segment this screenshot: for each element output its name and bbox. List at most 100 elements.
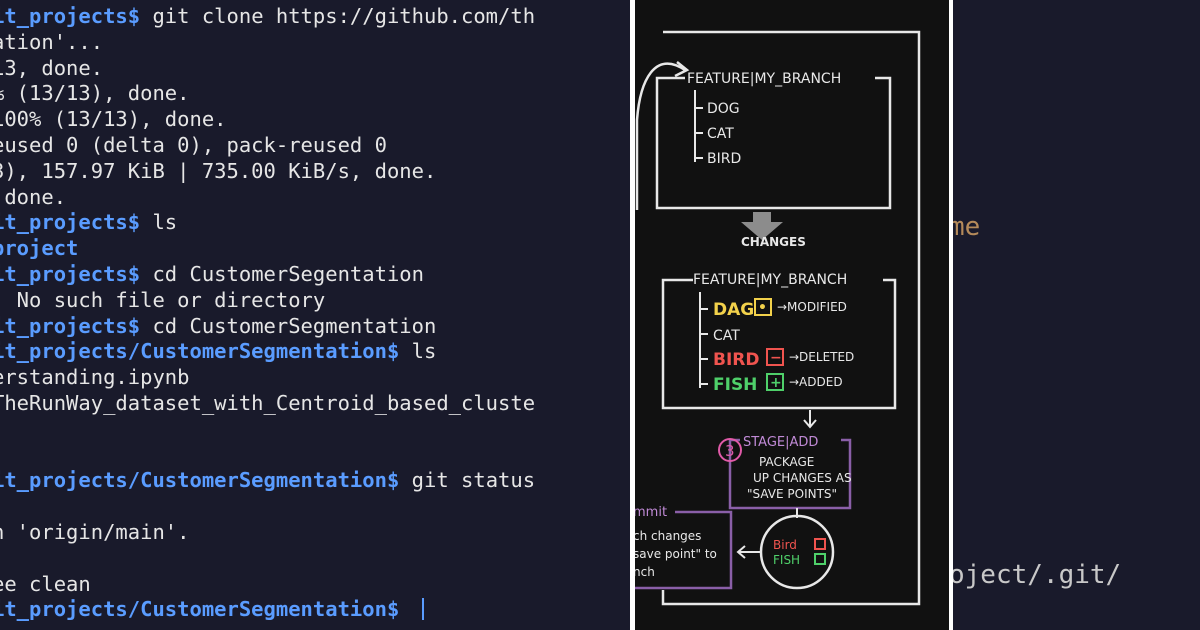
terminal-line: 13, done. xyxy=(0,56,535,82)
bottom-branch-item: BIRD xyxy=(713,350,759,370)
terminal-fragment-2: oject/.git/ xyxy=(953,560,1122,590)
terminal-prompt: it_projects/CustomerSegmentation$ xyxy=(0,339,400,364)
terminal-line xyxy=(0,443,535,469)
terminal-line: erstanding.ipynb xyxy=(0,365,535,391)
terminal-text: cd CustomerSegentation xyxy=(140,261,424,286)
terminal-line xyxy=(0,546,535,572)
terminal-line xyxy=(0,494,535,520)
change-mark: • xyxy=(758,300,767,316)
bottom-branch-title: FEATURE|MY_BRANCH xyxy=(693,272,847,288)
terminal-text: ation'... xyxy=(0,29,104,54)
terminal-text: ls xyxy=(140,210,178,235)
terminal-line: 3), 157.97 KiB | 735.00 KiB/s, done. xyxy=(0,159,535,185)
stage-title: STAGE|ADD xyxy=(743,435,818,450)
terminal-line: it_projects$ cd CustomerSegentation xyxy=(0,262,535,288)
terminal-output: it_projects$ git clone https://github.co… xyxy=(0,4,535,623)
terminal-right[interactable]: me oject/.git/ xyxy=(953,0,1200,630)
change-mark: − xyxy=(770,350,782,366)
terminal-fragment-1: me xyxy=(953,212,981,242)
change-note: →ADDED xyxy=(789,375,843,389)
staged-item: FISH xyxy=(773,553,800,567)
terminal-text xyxy=(399,597,411,621)
terminal-text: 3), 157.97 KiB | 735.00 KiB/s, done. xyxy=(0,158,437,183)
terminal-prompt: it_projects$ xyxy=(0,313,141,338)
staged-item: Bird xyxy=(773,538,797,552)
loop-arrow-head xyxy=(674,61,690,78)
terminal-line: n 'origin/main'. xyxy=(0,520,535,546)
staged-circle xyxy=(759,514,835,590)
terminal-line xyxy=(0,417,535,443)
stage-desc-line: PACKAGE xyxy=(759,455,814,469)
terminal-line: : No such file or directory xyxy=(0,288,535,314)
terminal-line: it_projects/CustomerSegmentation$ git st… xyxy=(0,468,535,494)
terminal-prompt: project xyxy=(0,236,79,261)
diagram-svg: FEATURE|MY_BRANCH DOG CAT BIRD CHANGES FEA… xyxy=(635,30,921,606)
terminal-line: ee clean xyxy=(0,572,535,598)
terminal-left[interactable]: it_projects$ git clone https://github.co… xyxy=(0,0,630,630)
top-branch-box xyxy=(655,76,892,210)
commit-title: mmit xyxy=(635,505,667,520)
change-mark-box xyxy=(766,348,784,366)
staged-mark-box xyxy=(814,538,826,550)
terminal-text: eused 0 (delta 0), pack-reused 0 xyxy=(0,132,387,157)
stage-number-circle xyxy=(718,438,742,462)
terminal-cursor xyxy=(421,598,424,621)
change-note: →MODIFIED xyxy=(777,300,847,314)
change-mark-box xyxy=(754,298,772,316)
terminal-line: project xyxy=(0,236,535,262)
top-branch-title: FEATURE|MY_BRANCH xyxy=(687,71,841,87)
terminal-text: erstanding.ipynb xyxy=(0,365,190,390)
top-branch-item: DOG xyxy=(707,101,740,117)
top-branch-items: DOG CAT BIRD xyxy=(695,101,741,167)
divider xyxy=(630,0,635,630)
terminal-line: it_projects$ cd CustomerSegmentation xyxy=(0,314,535,340)
change-note: →DELETED xyxy=(789,350,854,364)
terminal-line: 100% (13/13), done. xyxy=(0,107,535,133)
terminal-text: : No such file or directory xyxy=(0,287,326,312)
terminal-line: done. xyxy=(0,185,535,211)
change-mark: + xyxy=(770,375,782,391)
terminal-line: it_projects$ ls xyxy=(0,210,535,236)
terminal-prompt: it_projects$ xyxy=(0,210,141,235)
terminal-line: it_projects$ git clone https://github.co… xyxy=(0,4,535,30)
terminal-text: TheRunWay_dataset_with_Centroid_based_cl… xyxy=(0,390,536,415)
bottom-branch-item: FISH xyxy=(713,375,757,395)
commit-box xyxy=(635,510,733,590)
commit-desc-line: nch xyxy=(635,565,655,579)
terminal-text: git clone https://github.com/th xyxy=(140,4,536,28)
top-branch-item: CAT xyxy=(707,126,734,142)
bottom-branch-item: CAT xyxy=(713,328,740,344)
terminal-line: TheRunWay_dataset_with_Centroid_based_cl… xyxy=(0,391,535,417)
loop-arrow xyxy=(635,62,686,210)
divider xyxy=(949,0,953,630)
terminal-text: done. xyxy=(4,184,67,209)
terminal-text: n 'origin/main'. xyxy=(0,519,190,544)
outer-frame xyxy=(661,30,921,606)
stage-desc-line: "SAVE POINTS" xyxy=(747,487,837,501)
terminal-line: eused 0 (delta 0), pack-reused 0 xyxy=(0,133,535,159)
terminal-text: % (13/13), done. xyxy=(0,81,190,106)
terminal-text: ee clean xyxy=(0,571,91,596)
change-mark-box xyxy=(766,373,784,391)
stage-arrow-head xyxy=(803,419,817,429)
bottom-branch-box xyxy=(661,278,897,410)
commit-desc-line: save point" to xyxy=(635,547,717,561)
staged-mark-box xyxy=(814,553,826,565)
commit-arrow-head xyxy=(736,545,746,559)
changes-label: CHANGES xyxy=(741,235,806,249)
top-branch-item: BIRD xyxy=(707,151,741,167)
git-workflow-diagram: FEATURE|MY_BRANCH DOG CAT BIRD CHANGES FEA… xyxy=(635,0,949,630)
stage-number: 3 xyxy=(725,442,735,460)
terminal-text: git status xyxy=(399,468,536,493)
terminal-text: cd CustomerSegmentation xyxy=(140,313,437,338)
terminal-prompt: it_projects/CustomerSegmentation$ xyxy=(0,468,400,493)
terminal-text: 100% (13/13), done. xyxy=(0,107,227,132)
terminal-line: it_projects/CustomerSegmentation$ ls xyxy=(0,339,535,365)
terminal-text: 13, done. xyxy=(0,55,104,80)
terminal-prompt: it_projects/CustomerSegmentation$ xyxy=(0,597,400,622)
terminal-line: it_projects/CustomerSegmentation$ xyxy=(0,597,535,623)
